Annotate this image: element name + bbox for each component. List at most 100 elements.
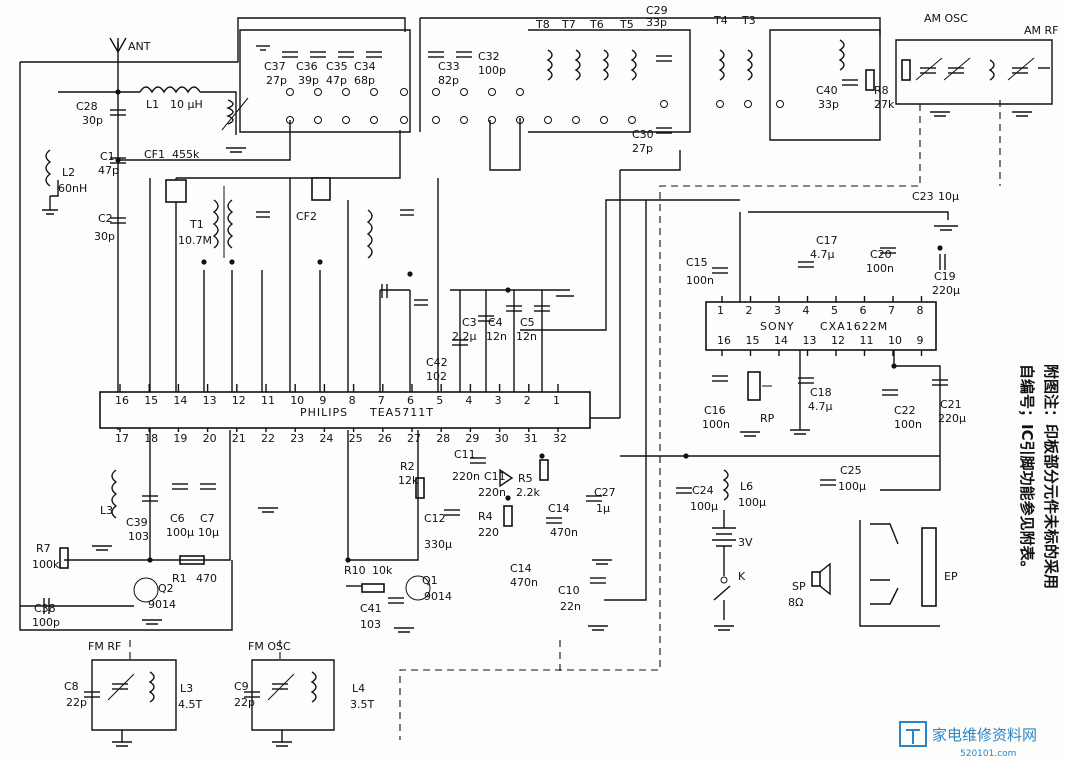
c9-label: C9 bbox=[234, 680, 249, 693]
r10-label: R10 bbox=[344, 564, 366, 577]
c1-value: 47p bbox=[98, 164, 119, 177]
ground-symbols bbox=[92, 147, 810, 633]
c28-value: 30p bbox=[82, 114, 103, 127]
c34-value: 68p bbox=[354, 74, 375, 87]
note-title: 附图注： bbox=[1042, 364, 1060, 424]
c38-label: C38 bbox=[34, 602, 56, 615]
ic2-bottom-pin-9: 9 bbox=[917, 334, 924, 347]
ic1-bottom-pin-30: 30 bbox=[495, 432, 509, 445]
ic2-bottom-pin-10: 10 bbox=[888, 334, 902, 347]
ic2-top-pin-4: 4 bbox=[803, 304, 810, 317]
c2-label: C2 bbox=[98, 212, 113, 225]
c19-label: C19 bbox=[934, 270, 956, 283]
c11a-label: C11 bbox=[454, 448, 476, 461]
ic1-top-pin-3: 3 bbox=[495, 394, 502, 407]
c30-label: C30 bbox=[632, 128, 654, 141]
c15-value: 100n bbox=[686, 274, 714, 287]
r1-value: 470 bbox=[196, 572, 217, 585]
battery-value: 3V bbox=[738, 536, 753, 549]
l1-value: 10 µH bbox=[170, 98, 203, 111]
ic1-bottom-pin-24: 24 bbox=[319, 432, 333, 445]
ic1-top-pin-12: 12 bbox=[232, 394, 246, 407]
c21-value: 220µ bbox=[938, 412, 966, 425]
ic1-bottom-pin-31: 31 bbox=[524, 432, 538, 445]
t5-label: T5 bbox=[619, 18, 634, 31]
c9-value: 22p bbox=[234, 696, 255, 709]
antenna-label: ANT bbox=[128, 40, 151, 53]
l3b-label: L3 bbox=[180, 682, 193, 695]
c12-value: 330µ bbox=[424, 538, 452, 551]
c17-value: 4.7µ bbox=[810, 248, 835, 261]
c37-value: 27p bbox=[266, 74, 287, 87]
r1-label: R1 bbox=[172, 572, 187, 585]
ic1-bottom-pin-22: 22 bbox=[261, 432, 275, 445]
t1-label: T1 bbox=[189, 218, 204, 231]
antenna-symbol: ANT bbox=[109, 37, 151, 64]
c30-value: 27p bbox=[632, 142, 653, 155]
watermark-text: 家电维修资料网 bbox=[932, 726, 1037, 744]
r2-label: R2 bbox=[400, 460, 415, 473]
r2-value: 12k bbox=[398, 474, 419, 487]
ic1-bottom-pin-17: 17 bbox=[115, 432, 129, 445]
ic1-bottom-pin-32: 32 bbox=[553, 432, 567, 445]
ic2-top-pin-7: 7 bbox=[888, 304, 895, 317]
ic1-top-pin-8: 8 bbox=[349, 394, 356, 407]
ic1-top-pin-6: 6 bbox=[407, 394, 414, 407]
earphone-label: EP bbox=[944, 570, 958, 583]
ic2-bottom-pin-12: 12 bbox=[831, 334, 845, 347]
l4-value: 3.5T bbox=[350, 698, 374, 711]
cf1-label: CF1 bbox=[144, 148, 165, 161]
l6-label: L6 bbox=[740, 480, 753, 493]
cf2-label: CF2 bbox=[296, 210, 317, 223]
c36-value: 39p bbox=[298, 74, 319, 87]
l6-value: 100µ bbox=[738, 496, 766, 509]
ic2-top-pin-5: 5 bbox=[831, 304, 838, 317]
c4-label: C4 bbox=[488, 316, 503, 329]
c19-value: 220µ bbox=[932, 284, 960, 297]
c41-label: C41 bbox=[360, 602, 382, 615]
am-capacitor-bank: C37 27p C36 39p C35 47p C34 68p C33 82p … bbox=[256, 45, 524, 124]
l4-label: L4 bbox=[352, 682, 365, 695]
r5-label: R5 bbox=[518, 472, 533, 485]
fm-tuners: FM RF FM OSC C8 22p L3 4.5T C9 22p L4 3.… bbox=[64, 640, 374, 747]
junction-dots bbox=[115, 89, 943, 563]
note-line2: 自编号；IC引脚功能参见附表。 bbox=[1018, 364, 1036, 576]
side-note: 附图注：印板部分元件未标的采用 自编号；IC引脚功能参见附表。 bbox=[1018, 364, 1060, 589]
c7-label: C7 bbox=[200, 512, 215, 525]
c21-label: C21 bbox=[940, 398, 962, 411]
ic2-top-pin-2: 2 bbox=[746, 304, 753, 317]
ic1-top-pin-14: 14 bbox=[173, 394, 187, 407]
l2-label: L2 bbox=[62, 166, 75, 179]
ic1-bottom-pin-19: 19 bbox=[173, 432, 187, 445]
c14b-value: 470n bbox=[510, 576, 538, 589]
c20-label: C20 bbox=[870, 248, 892, 261]
lower-middle-section: R2 12k C12 330µ C11 220n C11 220n R5 2.2… bbox=[344, 430, 616, 631]
watermark-url: 520101.com bbox=[960, 749, 1016, 759]
c33-label: C33 bbox=[438, 60, 460, 73]
ic2-top-pin-6: 6 bbox=[860, 304, 867, 317]
c39-label: C39 bbox=[126, 516, 148, 529]
t1-value: 10.7M bbox=[178, 234, 212, 247]
main-wiring bbox=[19, 17, 881, 631]
c6-value: 100µ bbox=[166, 526, 194, 539]
ic2-bottom-pin-13: 13 bbox=[803, 334, 817, 347]
ic1-top-pin-1: 1 bbox=[553, 394, 560, 407]
ic2-top-pin-8: 8 bbox=[917, 304, 924, 317]
r8-value: 27k bbox=[874, 98, 895, 111]
speaker-value: 8Ω bbox=[788, 596, 803, 609]
c16-value: 100n bbox=[702, 418, 730, 431]
c40-label: C40 bbox=[816, 84, 838, 97]
c4-value: 12n bbox=[486, 330, 507, 343]
speaker-label: SP bbox=[792, 580, 806, 593]
ic1-top-pin-11: 11 bbox=[261, 394, 275, 407]
c33-value: 82p bbox=[438, 74, 459, 87]
q2-value: 9014 bbox=[148, 598, 176, 611]
r5-value: 2.2k bbox=[516, 486, 540, 499]
cf2-filter bbox=[311, 177, 331, 201]
l3b-value: 4.5T bbox=[178, 698, 202, 711]
cf1-value: 455k bbox=[172, 148, 200, 161]
ic1-top-pin-13: 13 bbox=[203, 394, 217, 407]
